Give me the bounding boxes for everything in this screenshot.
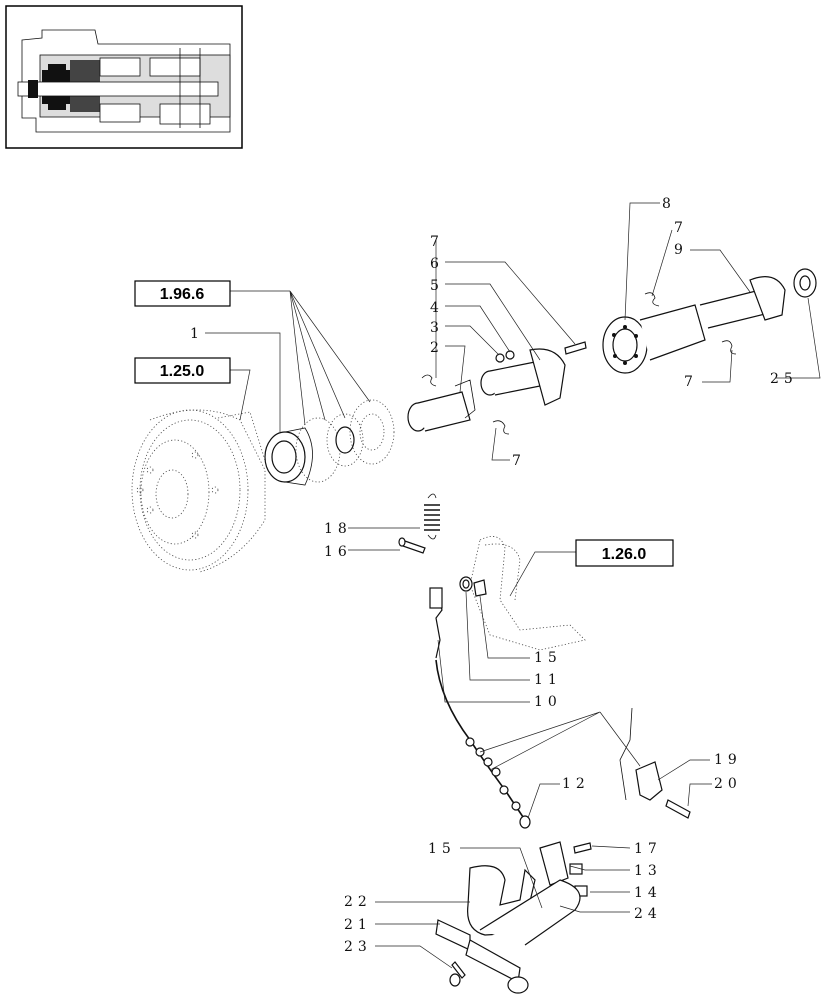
callout-14: 14: [634, 885, 662, 901]
release-shaft: [435, 919, 529, 994]
callout-9: 9: [674, 242, 688, 258]
release-fork: [467, 865, 581, 946]
ref-label: 1.96.6: [160, 286, 205, 303]
callout-24: 24: [634, 906, 662, 922]
ref-label: 1.26.0: [602, 546, 647, 563]
callout-13: 13: [634, 863, 662, 879]
callout-12: 12: [562, 776, 590, 792]
callout-5: 5: [430, 278, 444, 294]
callout-19: 19: [714, 752, 742, 768]
callout-2: 2: [430, 340, 444, 356]
release-sleeve-right: [480, 348, 566, 406]
fork-bolt: [449, 961, 466, 987]
leader-lines: [205, 202, 821, 969]
callout-16: 16: [324, 544, 352, 560]
callout-15: 15: [428, 841, 456, 857]
ref-label: 1.25.0: [160, 363, 205, 380]
clutch-pedal-outline: [469, 536, 586, 651]
callout-8: 8: [662, 196, 676, 212]
return-spring: [424, 493, 440, 540]
clevis-pin: [398, 537, 426, 554]
cable-washer: [459, 576, 473, 592]
ref-box-1-26-0[interactable]: 1.26.0: [575, 539, 674, 567]
callout-21: 21: [344, 917, 372, 933]
ref-box-1-25-0[interactable]: 1.25.0: [134, 357, 231, 384]
callout-25: 25: [770, 371, 798, 387]
callout-labels: 8 7 9 7 6 5 4 3 2 1 7 25 7 18 16 15 11 1…: [190, 196, 798, 955]
cable-bush: [473, 579, 487, 597]
release-sleeve-left: [407, 379, 476, 432]
callout-7: 7: [684, 374, 698, 390]
clutch-plate-assembly: [295, 399, 395, 483]
callout-10: 10: [534, 694, 562, 710]
callout-23: 23: [344, 939, 372, 955]
oil-seal-ring: [793, 268, 817, 298]
clutch-cable: [429, 587, 531, 829]
ref-box-1-96-6[interactable]: 1.96.6: [134, 280, 231, 307]
callout-7: 7: [674, 220, 688, 236]
cable-bracket: [619, 707, 691, 819]
callout-15: 15: [534, 650, 562, 666]
clutch-flywheel-drawing: [131, 409, 269, 573]
release-bearing-ring: [264, 427, 313, 486]
callout-6: 6: [430, 256, 444, 272]
callout-18: 18: [324, 521, 352, 537]
spring-clips: [421, 292, 737, 435]
main-bearing-sleeve: [602, 276, 786, 374]
callout-7: 7: [430, 234, 444, 250]
callout-3: 3: [430, 320, 444, 336]
callout-7: 7: [512, 453, 526, 469]
callout-1: 1: [190, 326, 204, 342]
callout-20: 20: [714, 776, 742, 792]
callout-22: 22: [344, 894, 372, 910]
callout-11: 11: [534, 672, 562, 688]
small-pin-set: [495, 341, 587, 363]
callout-17: 17: [634, 841, 662, 857]
callout-4: 4: [430, 300, 444, 316]
locator-thumbnail: [5, 5, 243, 149]
